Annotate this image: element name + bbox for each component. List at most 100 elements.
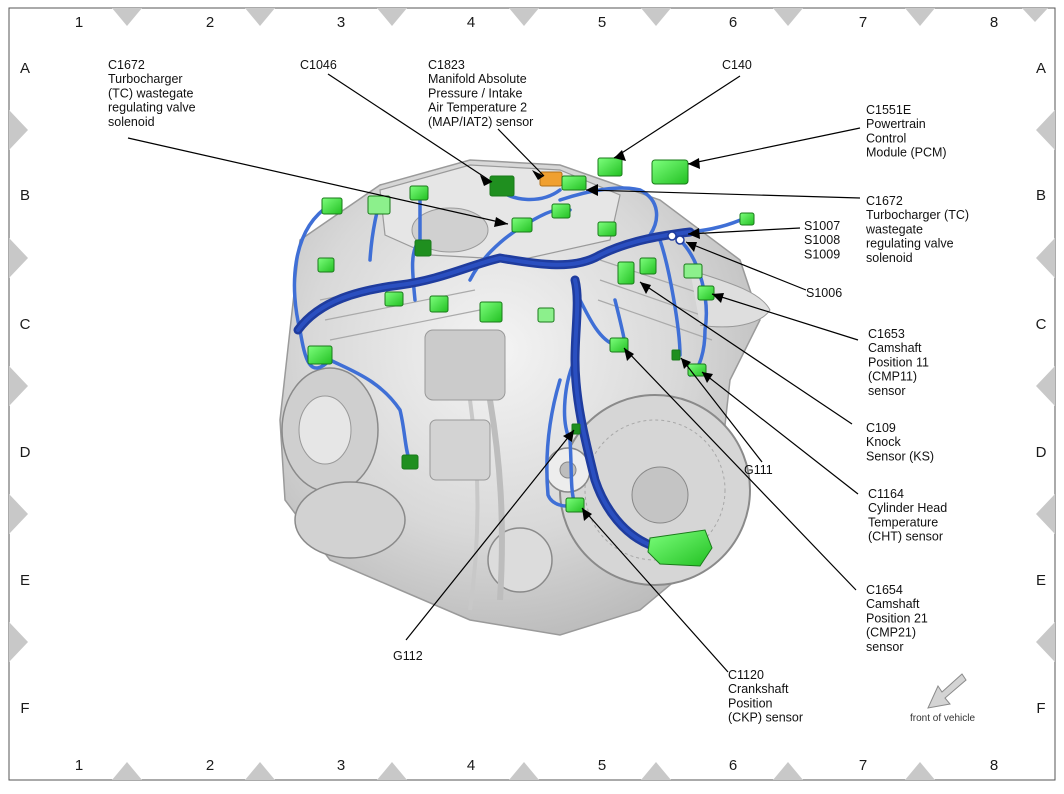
- grid-column-label: 7: [859, 14, 867, 31]
- grid-column-label: 5: [598, 757, 606, 774]
- callout-c1653-line: Position 11: [868, 355, 929, 369]
- connector-c1046: [489, 175, 515, 197]
- callout-c1551e-line: Powertrain: [866, 117, 926, 131]
- grid-row-label: E: [20, 572, 30, 589]
- callout-c1672-right-line: regulating valve: [866, 237, 954, 251]
- callout-c1672-right-line: wastegate: [865, 222, 923, 236]
- harness-trunk-highlight: [296, 230, 692, 547]
- grid-column-label: 2: [206, 14, 214, 31]
- connector: [429, 295, 449, 313]
- connector: [401, 454, 419, 470]
- connector: [384, 291, 404, 307]
- splice-s1006: [675, 235, 685, 245]
- grid-row-label: A: [1036, 60, 1046, 77]
- connector: [639, 257, 657, 275]
- connector: [561, 175, 587, 191]
- grid-column-label: 8: [990, 14, 998, 31]
- front-of-vehicle-indicator: front of vehicle: [910, 673, 975, 724]
- callout-c1672-left-line: regulating valve: [108, 101, 196, 115]
- connector: [617, 261, 635, 285]
- grid-row-label: D: [1036, 444, 1047, 461]
- grid-row-label: B: [20, 187, 30, 204]
- ground-g111: [671, 349, 681, 361]
- callout-g112-line: G112: [393, 649, 423, 663]
- callout-c1653-line: sensor: [868, 384, 906, 398]
- connector-c1654: [609, 337, 629, 353]
- grid-row-label: C: [20, 316, 31, 333]
- callout-c140-line: C140: [722, 58, 752, 72]
- callout-c1672-left-line: (TC) wastegate: [108, 86, 193, 100]
- grid-row-label: F: [20, 700, 29, 717]
- grid-column-label: 6: [729, 757, 737, 774]
- callout-c1164-line: C1164: [868, 487, 904, 501]
- connector-c1120: [565, 497, 585, 513]
- callout-c1654-line: Camshaft: [866, 597, 920, 611]
- callout-c1120-line: C1120: [728, 668, 764, 682]
- connector-c1672-left: [511, 217, 533, 233]
- callout-c1672-left-line: Turbocharger: [108, 72, 183, 86]
- callout-c1653-line: Camshaft: [868, 341, 922, 355]
- callout-c1672-left-line: solenoid: [108, 115, 155, 129]
- callout-c1823-line: (MAP/IAT2) sensor: [428, 115, 533, 129]
- grid-column-label: 7: [859, 757, 867, 774]
- grid-column-label: 6: [729, 14, 737, 31]
- leader-lines: [127, 73, 861, 673]
- connector: [409, 185, 429, 201]
- connectors: [307, 157, 755, 567]
- grid-column-label: 5: [598, 14, 606, 31]
- callout-c1672-right-line: Turbocharger (TC): [866, 208, 969, 222]
- callout-c1654-line: C1654: [866, 583, 903, 597]
- grid-column-label: 2: [206, 757, 214, 774]
- grid-row-label: A: [20, 60, 30, 77]
- callout-c1551e-line: Module (PCM): [866, 146, 947, 160]
- callout-c1164-line: Temperature: [868, 515, 938, 529]
- callout-c109-line: Knock: [866, 435, 901, 449]
- connector-c1823: [539, 171, 563, 187]
- callout-s1007-line: S1007: [804, 219, 840, 233]
- callout-c1823-line: Pressure / Intake: [428, 86, 523, 100]
- connector: [307, 345, 333, 365]
- callout-c1653-line: (CMP11): [868, 370, 917, 384]
- grid-row-label: F: [1036, 700, 1045, 717]
- grid-row-label: D: [20, 444, 31, 461]
- connector-main: [647, 529, 713, 567]
- connector: [321, 197, 343, 215]
- callout-c1120-line: Crankshaft: [728, 682, 789, 696]
- connector: [414, 239, 432, 257]
- connector: [551, 203, 571, 219]
- callout-c1654-line: (CMP21): [866, 626, 916, 640]
- callout-c1653-line: C1653: [868, 327, 905, 341]
- arrow-down-left-icon: [927, 673, 967, 709]
- callout-g111-line: G111: [744, 463, 773, 477]
- callout-c1164-line: Cylinder Head: [868, 501, 947, 515]
- callout-c1823-line: C1823: [428, 58, 465, 72]
- alternator-pulley: [298, 395, 352, 465]
- connector: [479, 301, 503, 323]
- grid-row-labels-left: A B C D E F: [20, 60, 31, 717]
- grid-row-label: B: [1036, 187, 1046, 204]
- callout-s1006-line: S1006: [806, 286, 842, 300]
- callout-c1551e-line: Control: [866, 131, 906, 145]
- callout-c1823-line: Manifold Absolute: [428, 72, 527, 86]
- connector: [317, 257, 335, 273]
- splice-s1007: [667, 231, 677, 241]
- connector: [739, 212, 755, 226]
- callout-c1120-line: (CKP) sensor: [728, 711, 803, 725]
- front-of-vehicle-label: front of vehicle: [910, 713, 975, 724]
- grid-row-label: E: [1036, 572, 1046, 589]
- callout-c109-line: Sensor (KS): [866, 449, 934, 463]
- starter-motor: [294, 481, 406, 559]
- callout-s1007-line: S1009: [804, 247, 840, 261]
- ground-g112: [571, 423, 581, 435]
- connector-c140: [597, 157, 623, 177]
- grid-column-label: 4: [467, 14, 475, 31]
- callout-c1672-right-line: C1672: [866, 194, 903, 208]
- connector: [683, 263, 703, 279]
- grid-column-label: 1: [75, 757, 83, 774]
- callout-c1823-line: Air Temperature 2: [428, 101, 527, 115]
- callout-c1654-line: Position 21: [866, 611, 928, 625]
